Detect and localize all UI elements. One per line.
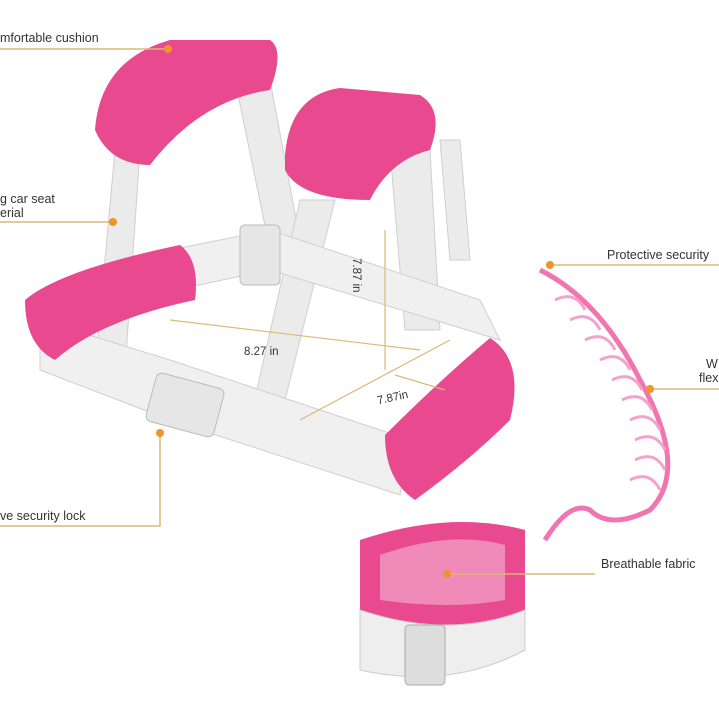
- dimension-height: 7.87 in: [350, 258, 362, 293]
- coil-cord: [538, 267, 671, 542]
- callout-dots: [109, 45, 654, 578]
- callout-protective-security: Protective security: [607, 248, 710, 262]
- wrist-cuff: [359, 522, 526, 686]
- dimension-lines: [169, 230, 451, 421]
- callout-comfortable-cushion: mfortable cushion: [0, 31, 99, 45]
- pink-pads: [25, 40, 515, 500]
- callout-wire-line2: flex: [699, 371, 719, 385]
- callout-wire-line1: W: [706, 357, 718, 371]
- buckle: [239, 224, 281, 286]
- buckle: [145, 372, 225, 438]
- coil-rings: [554, 295, 667, 491]
- callout-material-line2: erial: [0, 206, 24, 220]
- callout-security-lock: ve security lock: [0, 509, 86, 523]
- callout-leaders: [0, 48, 719, 575]
- callout-material-line1: g car seat: [0, 192, 55, 206]
- callout-breathable-fabric: Breathable fabric: [601, 557, 696, 571]
- dimension-width: 8.27 in: [244, 346, 279, 358]
